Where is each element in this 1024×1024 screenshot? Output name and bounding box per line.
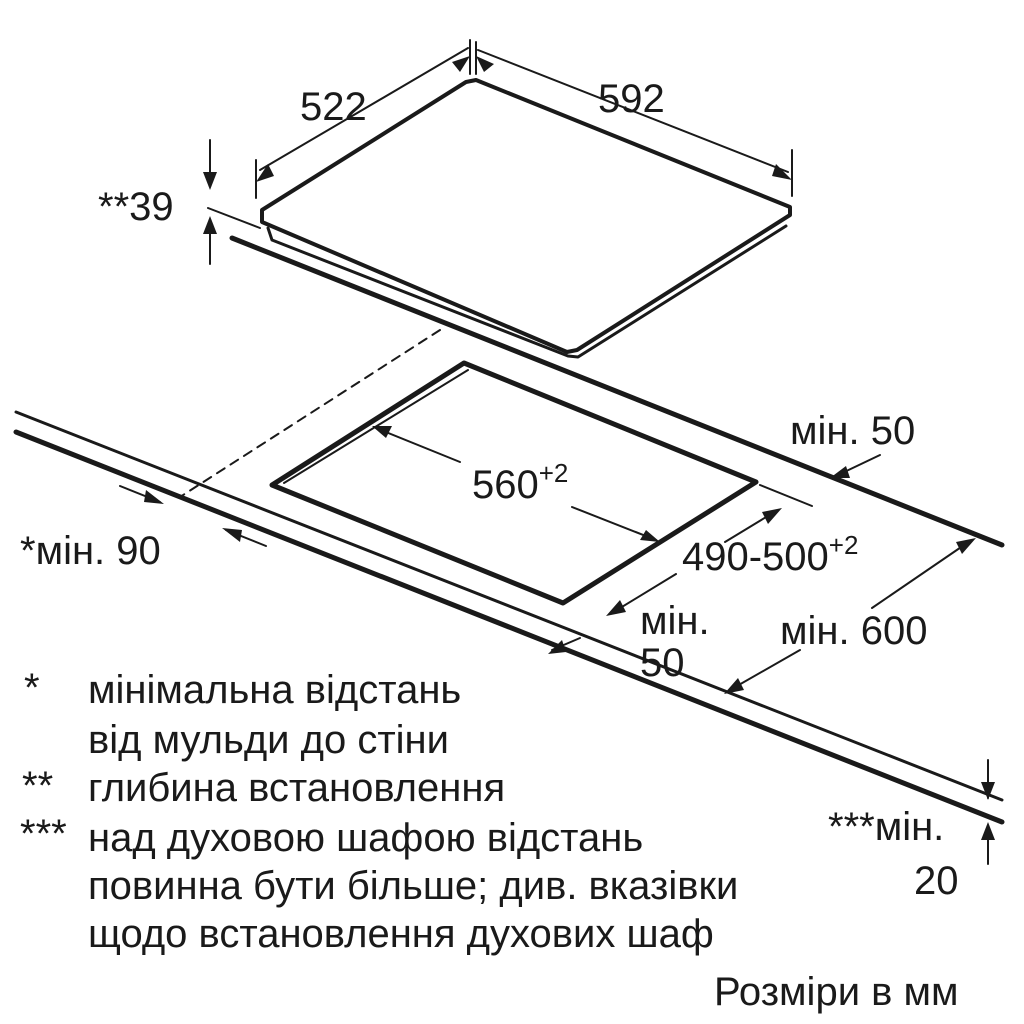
note-1-line-2: від мульди до стіни [88,718,449,762]
label-min-front-wall: *мін. 90 [20,529,161,573]
note-3-line-1: над духовою шафою відстань [88,816,644,860]
label-install-depth: **39 [98,185,174,229]
worktop-front-edge-top [14,410,1004,802]
note-3-line-3: щодо встановлення духових шаф [88,912,714,956]
projection-dashed-line [179,329,441,498]
hob-drawing [13,39,1005,865]
label-min-worktop-depth: мін. 600 [780,609,927,653]
cutout-width-value: 560 [472,463,539,507]
cutout-depth-tolerance: +2 [829,530,859,560]
cutout-width-tolerance: +2 [539,458,569,488]
units-label: Розміри в мм [714,970,959,1014]
note-2-line-1: глибина встановлення [88,766,506,810]
label-min-side-2: 50 [640,641,685,685]
note-3-mark: *** [20,812,67,856]
label-cutout-width: 560+2 [472,458,568,507]
label-hob-width: 592 [598,77,665,121]
label-hob-depth: 522 [300,85,367,129]
label-min-side-1: мін. [640,599,710,643]
note-3-line-2: повинна бути більше; див. вказівки [88,864,739,908]
label-cutout-depth: 490-500+2 [682,530,858,579]
note-2-mark: ** [22,764,54,808]
label-min-back: мін. 50 [790,409,915,453]
arrowheads [144,56,995,840]
label-min-oven-2: 20 [914,859,959,903]
label-min-oven-1: ***мін. [828,805,944,849]
cutout-depth-value: 490-500 [682,535,829,579]
cutout-outline [269,360,759,606]
hob-underside [266,224,788,359]
note-1-line-1: мінімальна відстань [88,668,462,712]
note-1-mark: * [24,666,40,710]
worktop-back-edge [229,235,1005,548]
hob-top-plate [260,78,792,354]
